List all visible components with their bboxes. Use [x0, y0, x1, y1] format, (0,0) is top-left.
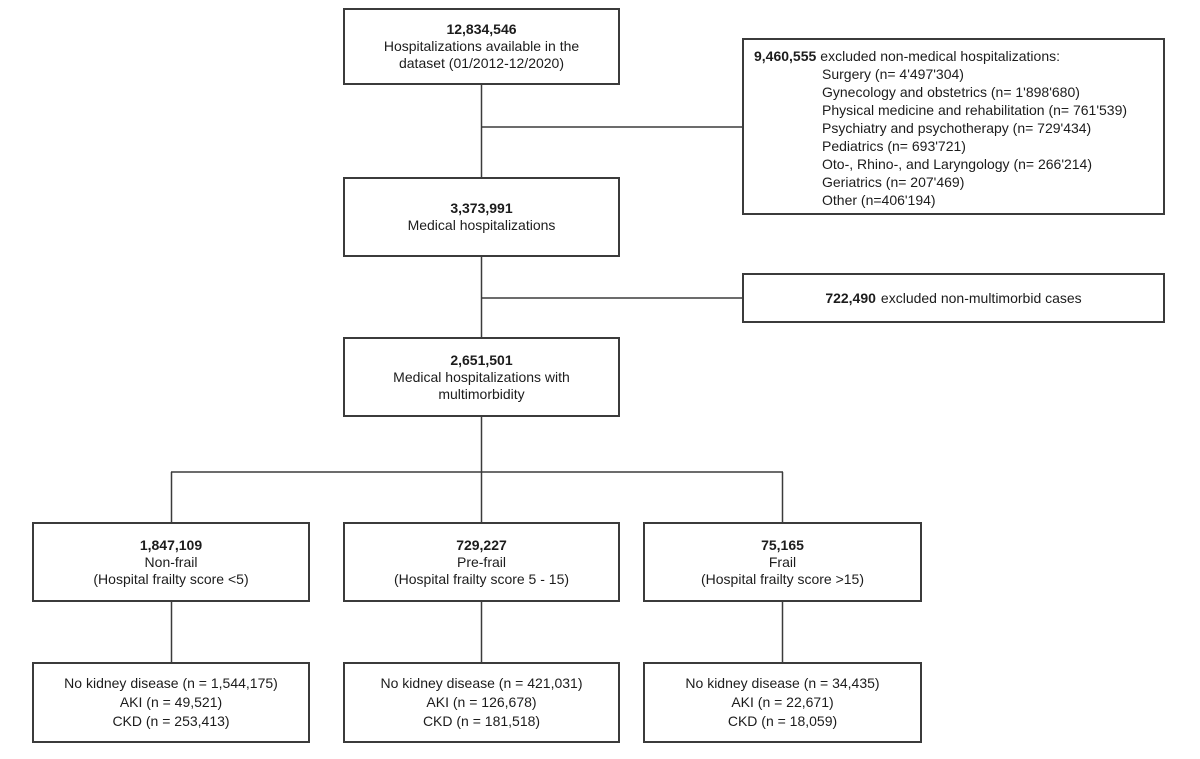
exclusion-title-text: excluded non-medical hospitalizations:: [820, 48, 1060, 64]
node-medical-hospitalizations: 3,373,991 Medical hospitalizations: [343, 177, 620, 257]
node-count: 75,165: [761, 536, 804, 553]
exclusion-item: Other (n=406'194): [822, 192, 936, 208]
node-label-line: dataset (01/2012-12/2020): [398, 55, 564, 71]
exclusion-item: Psychiatry and psychotherapy (n= 729'434…: [822, 120, 1092, 136]
node-excluded-nonmultimorbid: 722,490 excluded non-multimorbid cases: [742, 273, 1165, 323]
node-label-line: Non-frail: [144, 553, 198, 570]
node-label-line: Medical hospitalizations with: [393, 368, 570, 385]
exclusion-item: Gynecology and obstetrics (n= 1'898'680): [822, 84, 1080, 100]
node-kidney-frail: No kidney disease (n = 34,435) AKI (n = …: [643, 662, 922, 743]
node-label-line: CKD (n = 18,059): [727, 713, 838, 729]
node-label-line: No kidney disease (n = 421,031): [380, 675, 583, 691]
node-frail: 75,165 Frail (Hospital frailty score >15…: [643, 522, 922, 602]
node-count: 12,834,546: [446, 21, 517, 37]
node-label-line: (Hospital frailty score >15): [700, 570, 864, 587]
node-label-line: excluded non-multimorbid cases: [880, 290, 1082, 306]
node-count: 3,373,991: [450, 200, 513, 216]
node-kidney-non-frail: No kidney disease (n = 1,544,175) AKI (n…: [32, 662, 310, 743]
node-label-line: Hospitalizations available in the: [383, 38, 580, 54]
node-pre-frail: 729,227 Pre-frail (Hospital frailty scor…: [343, 522, 620, 602]
exclusion-item: Geriatrics (n= 207'469): [822, 174, 965, 190]
node-count: 1,847,109: [139, 536, 203, 553]
node-total-hospitalizations: 12,834,546 Hospitalizations available in…: [343, 8, 620, 85]
node-label-line: (Hospital frailty score <5): [93, 570, 249, 587]
node-label-line: multimorbidity: [438, 385, 525, 402]
node-count: 729,227: [456, 536, 507, 553]
node-count: 2,651,501: [450, 351, 513, 368]
node-label-line: AKI (n = 49,521): [119, 694, 223, 710]
exclusion-item: Oto-, Rhino-, and Laryngology (n= 266'21…: [822, 156, 1093, 172]
node-label-line: Medical hospitalizations: [407, 217, 556, 233]
node-kidney-pre-frail: No kidney disease (n = 421,031) AKI (n =…: [343, 662, 620, 743]
node-count: 722,490: [825, 290, 876, 306]
exclusion-item: Pediatrics (n= 693'721): [822, 138, 966, 154]
node-label-line: AKI (n = 22,671): [731, 694, 834, 710]
node-label-line: CKD (n = 253,413): [112, 713, 230, 729]
node-label-line: Pre-frail: [456, 553, 506, 570]
node-non-frail: 1,847,109 Non-frail (Hospital frailty sc…: [32, 522, 310, 602]
node-count: 9,460,555: [754, 48, 817, 64]
node-label-line: AKI (n = 126,678): [426, 694, 537, 710]
exclusion-item: Surgery (n= 4'497'304): [822, 66, 964, 82]
node-label-line: Frail: [768, 553, 797, 570]
node-label-line: No kidney disease (n = 1,544,175): [64, 675, 278, 691]
node-label-line: No kidney disease (n = 34,435): [685, 675, 880, 691]
node-label-line: CKD (n = 181,518): [422, 713, 541, 729]
node-label-line: (Hospital frailty score 5 - 15): [393, 570, 570, 587]
node-multimorbid-hospitalizations: 2,651,501 Medical hospitalizations with …: [343, 337, 620, 417]
exclusion-item: Physical medicine and rehabilitation (n=…: [822, 102, 1128, 118]
